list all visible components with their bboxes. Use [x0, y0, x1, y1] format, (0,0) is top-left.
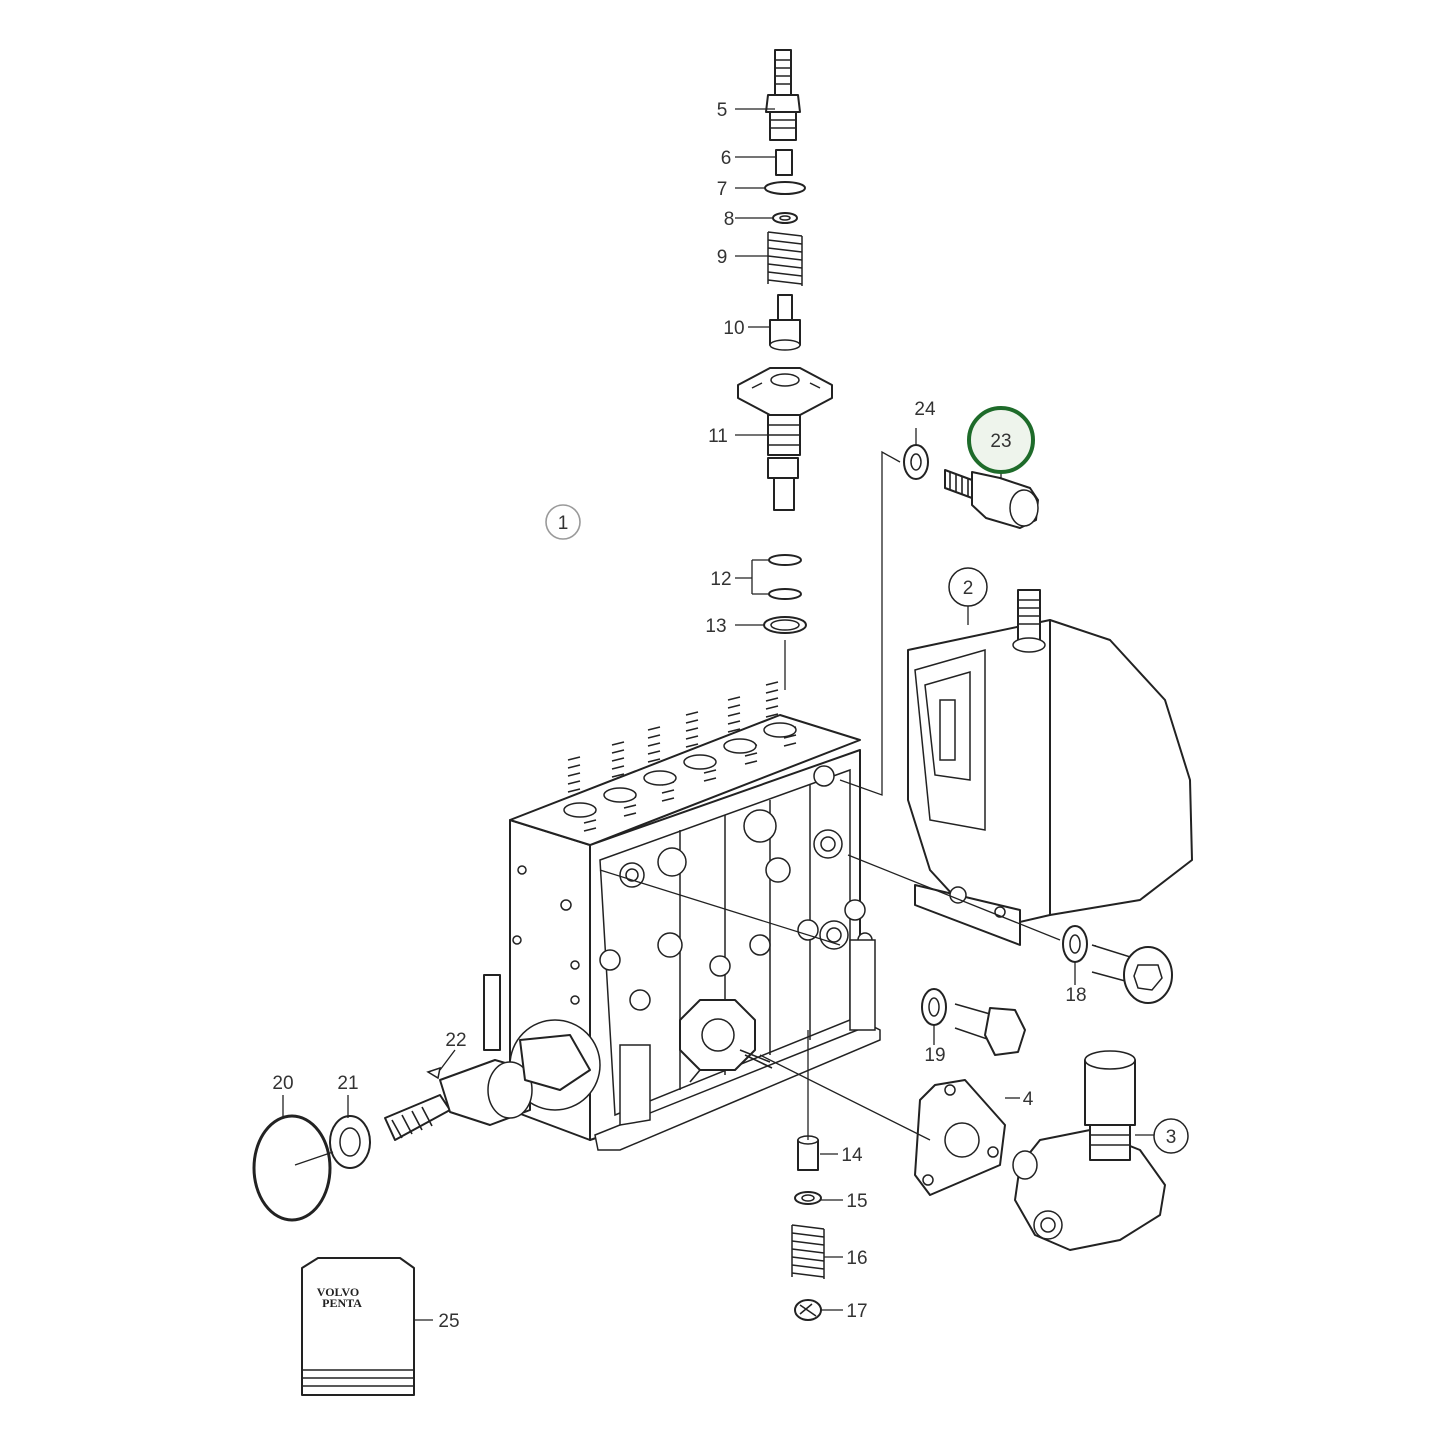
- element-stack: [737, 49, 833, 690]
- instruction-manual: VOLVO PENTA: [301, 1257, 415, 1396]
- callout-5[interactable]: 5: [717, 100, 728, 121]
- callout-1-circle: [545, 504, 581, 540]
- callout-21[interactable]: 21: [337, 1073, 358, 1094]
- pump-housing: [483, 714, 881, 1151]
- callout-15[interactable]: 15: [846, 1191, 867, 1212]
- callout-10[interactable]: 10: [723, 318, 744, 339]
- callout-16[interactable]: 16: [846, 1248, 867, 1269]
- callout-3-circle: [1153, 1118, 1189, 1154]
- lower-valve-stack: [791, 1135, 825, 1321]
- callout-25[interactable]: 25: [438, 1311, 459, 1332]
- callout-8[interactable]: 8: [724, 209, 735, 230]
- callout-18[interactable]: 18: [1065, 985, 1086, 1006]
- logo-volvo: VOLVO: [317, 1285, 359, 1299]
- callout-20[interactable]: 20: [272, 1073, 293, 1094]
- banjo-screw-19: [921, 988, 1026, 1056]
- callout-2-circle: [948, 567, 988, 607]
- callout-3[interactable]: 3: [1166, 1127, 1177, 1148]
- governor-housing: [907, 589, 1193, 946]
- plug-screw-18: [1062, 925, 1173, 1004]
- callout-17[interactable]: 17: [846, 1301, 867, 1322]
- callout-24[interactable]: 24: [914, 399, 936, 420]
- callout-22[interactable]: 22: [445, 1030, 466, 1051]
- drive-coupling: [679, 999, 773, 1083]
- feed-pump: [914, 1050, 1166, 1251]
- callout-2[interactable]: 2: [963, 578, 974, 599]
- callout-12[interactable]: 12: [710, 569, 731, 590]
- callout-23[interactable]: 23: [990, 431, 1011, 452]
- callout-14[interactable]: 14: [841, 1145, 863, 1166]
- banjo-bolt-assembly: [903, 444, 1039, 529]
- callout-1[interactable]: 1: [558, 513, 569, 534]
- housing-studs: [563, 681, 797, 832]
- callout-7[interactable]: 7: [717, 179, 728, 200]
- callout-6[interactable]: 6: [721, 148, 732, 169]
- leader-lines: [282, 108, 1155, 1321]
- callout-13[interactable]: 13: [705, 616, 726, 637]
- callout-23-highlight[interactable]: [967, 406, 1035, 474]
- drive-shaft-assembly: [252, 1034, 591, 1222]
- logo-penta: PENTA: [322, 1296, 362, 1310]
- callout-19[interactable]: 19: [924, 1045, 945, 1066]
- callout-11[interactable]: 11: [708, 426, 728, 447]
- callout-4[interactable]: 4: [1023, 1089, 1034, 1110]
- callout-9[interactable]: 9: [717, 247, 728, 268]
